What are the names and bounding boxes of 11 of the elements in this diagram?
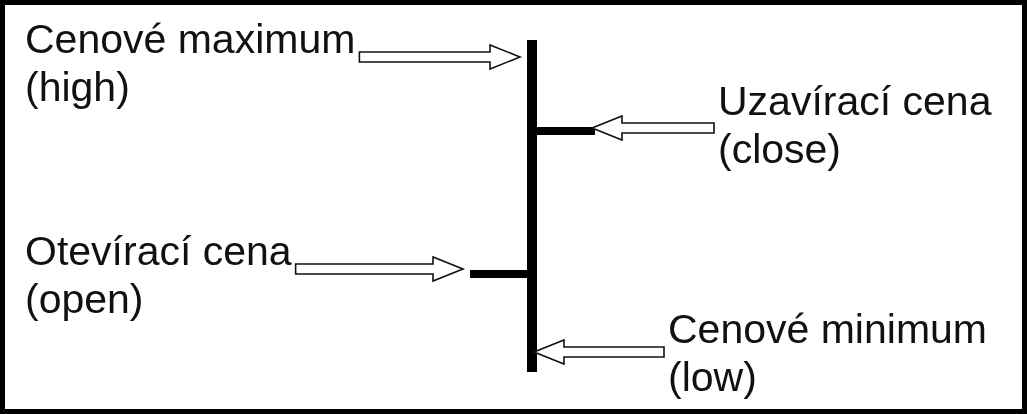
price-label: Cenové maximum (high) <box>25 15 356 111</box>
price-tick <box>470 270 527 278</box>
price-label: Otevírací cena (open) <box>25 227 292 323</box>
arrow <box>531 338 665 366</box>
price-tick <box>537 127 595 135</box>
price-label: Uzavírací cena (close) <box>718 77 992 173</box>
arrow <box>358 43 523 71</box>
arrow <box>294 255 466 283</box>
price-bar <box>527 40 537 372</box>
price-label: Cenové minimum (low) <box>668 305 987 401</box>
arrow <box>589 114 715 142</box>
